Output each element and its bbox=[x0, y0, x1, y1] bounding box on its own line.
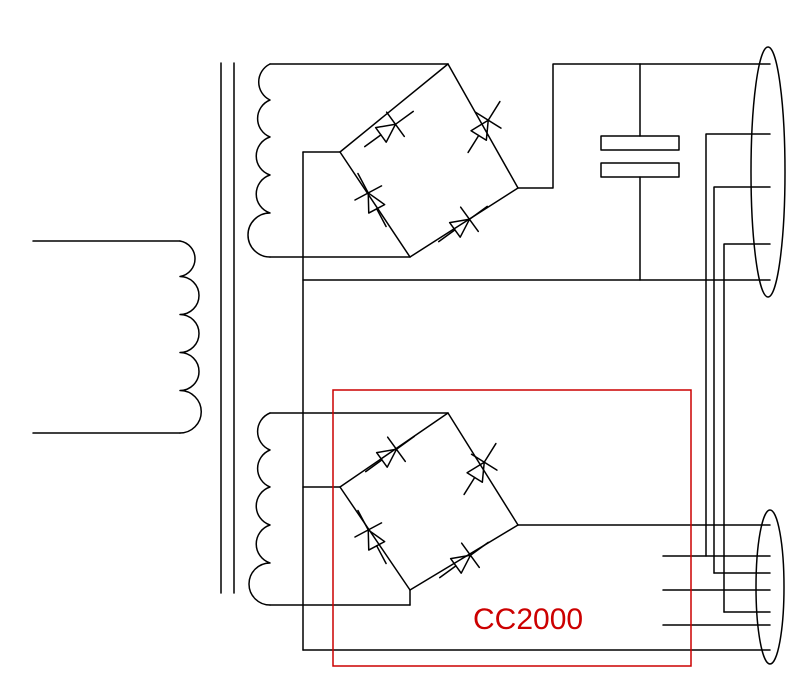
connector-wiring bbox=[517, 133, 771, 626]
bridge-rectifier-upper bbox=[302, 63, 519, 258]
diode-symbol bbox=[356, 423, 424, 485]
diode-symbol bbox=[343, 502, 401, 572]
diode-symbol bbox=[430, 529, 498, 591]
bridge-rectifier-lower bbox=[302, 412, 519, 606]
cc2000-highlight-box bbox=[332, 389, 692, 667]
connector-lower bbox=[755, 509, 785, 665]
secondary-winding-lower bbox=[248, 412, 449, 606]
connector-upper bbox=[750, 46, 786, 298]
diode-symbol bbox=[355, 98, 423, 160]
common-wiring bbox=[302, 151, 771, 651]
module-label: CC2000 bbox=[473, 603, 584, 636]
transformer-core bbox=[220, 62, 235, 594]
diode-symbol bbox=[450, 434, 510, 504]
filter-capacitor bbox=[517, 63, 771, 281]
secondary-winding-upper bbox=[247, 63, 449, 258]
primary-winding bbox=[32, 240, 202, 434]
